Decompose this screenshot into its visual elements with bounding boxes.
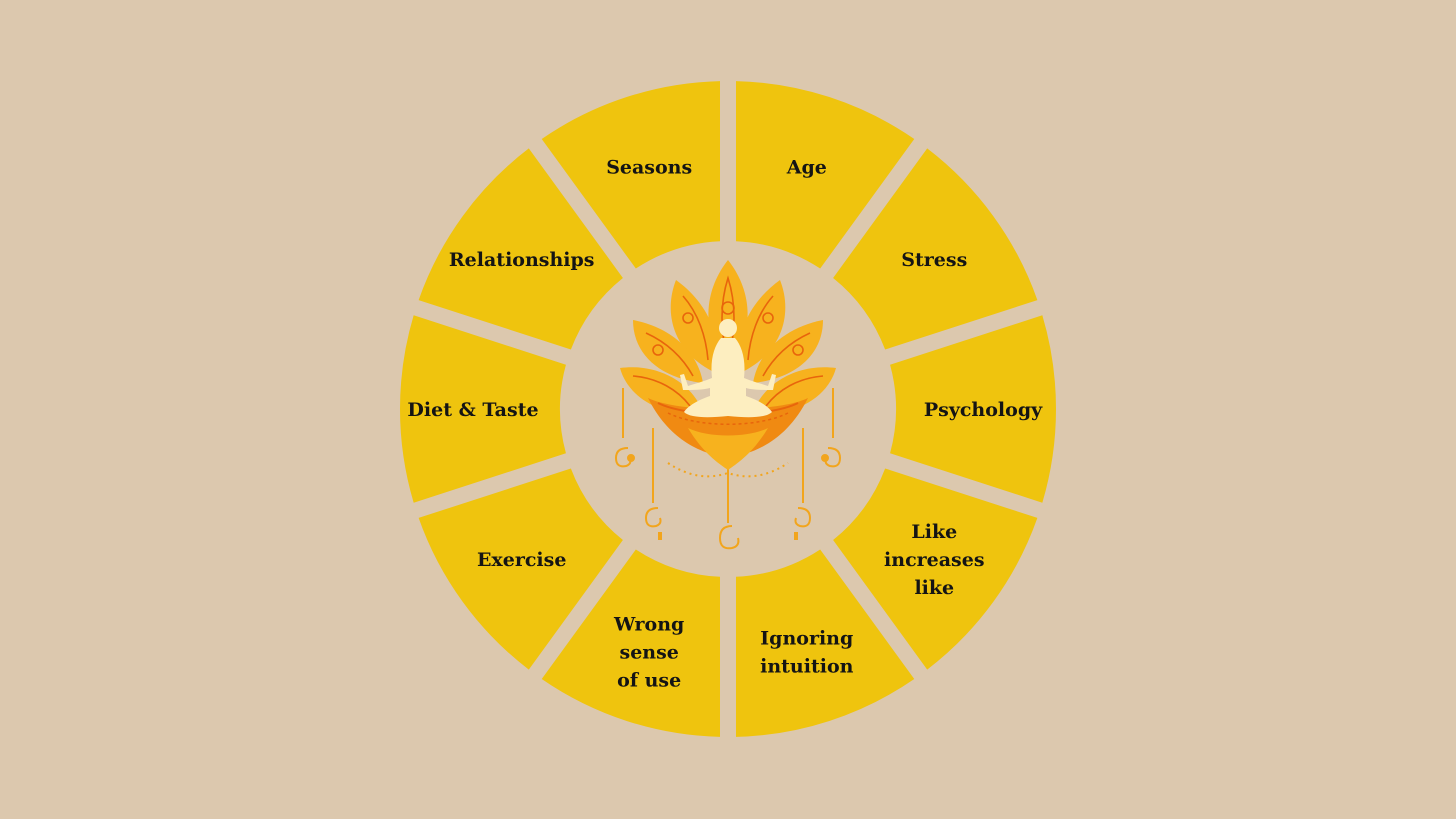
label-line: Wrong — [613, 614, 684, 636]
segment-exercise — [418, 468, 623, 670]
segment-seasons — [541, 81, 721, 269]
label-seasons: Seasons — [606, 156, 692, 178]
label-line: Psychology — [924, 399, 1043, 421]
segment-age — [735, 81, 915, 269]
label-line: of use — [617, 670, 681, 692]
label-line: Age — [786, 156, 827, 178]
label-line: Diet & Taste — [407, 399, 538, 421]
label-line: sense — [620, 642, 679, 664]
segment-wrong-sense-of-use — [541, 549, 721, 737]
label-age: Age — [786, 156, 827, 178]
lotus-outer-petals — [620, 260, 836, 414]
label-exercise: Exercise — [477, 549, 566, 571]
label-line: Stress — [901, 249, 967, 271]
label-diet-taste: Diet & Taste — [407, 399, 538, 421]
label-line: increases — [884, 549, 985, 571]
label-line: Seasons — [606, 156, 692, 178]
label-relationships: Relationships — [449, 249, 595, 271]
label-line: Like — [911, 521, 957, 543]
segment-diet-taste — [399, 315, 566, 503]
label-like-increases-like: Like increases like — [884, 521, 985, 599]
label-ignoring-intuition: Ignoring intuition — [760, 628, 854, 678]
label-psychology: Psychology — [924, 399, 1043, 421]
label-line: like — [914, 577, 954, 599]
label-line: Exercise — [477, 549, 566, 571]
label-line: Relationships — [449, 249, 595, 271]
segment-ignoring-intuition — [735, 549, 915, 737]
label-stress: Stress — [901, 249, 967, 271]
segment-relationships — [418, 148, 623, 350]
segment-like-increases-like — [833, 468, 1038, 670]
label-line: Ignoring — [760, 628, 853, 650]
meditating-figure — [680, 319, 776, 418]
meditating-figure-on-lotus-icon — [614, 260, 842, 550]
label-wrong-sense-of-use: Wrong sense of use — [613, 614, 684, 692]
hanging-ornaments — [614, 388, 842, 550]
label-line: intuition — [760, 656, 854, 678]
segment-psychology — [890, 315, 1056, 503]
lotus-petal-details — [632, 275, 824, 407]
segment-stress — [833, 148, 1038, 350]
